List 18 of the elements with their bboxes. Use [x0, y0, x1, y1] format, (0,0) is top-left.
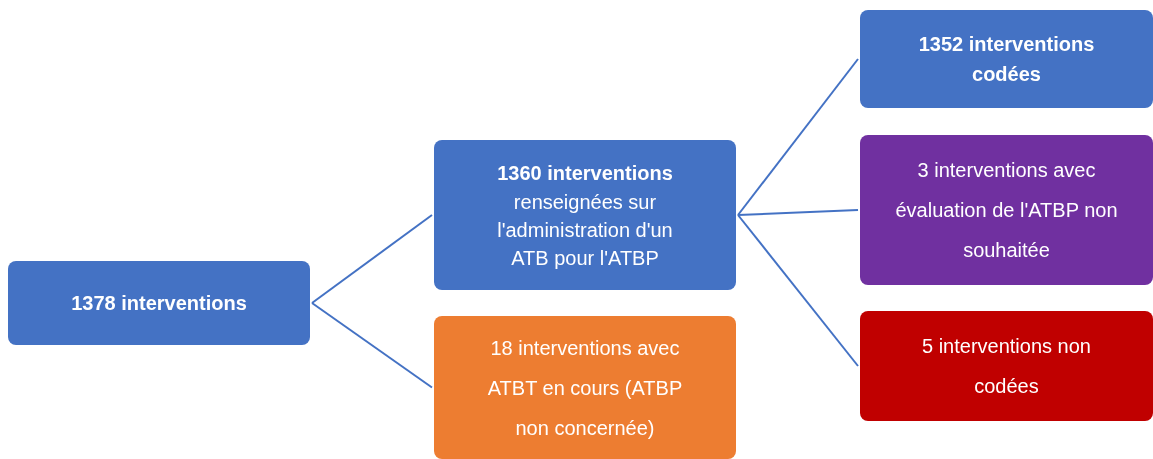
box-text: 1360 interventions [497, 161, 673, 186]
box-text: 1378 interventions [71, 291, 247, 316]
process-box [860, 311, 1153, 421]
connector-line [311, 214, 433, 304]
process-box [860, 10, 1153, 108]
connector-line [737, 58, 859, 216]
process-box [434, 316, 736, 459]
process-box [434, 140, 736, 290]
process-box [860, 135, 1153, 285]
connector-line [311, 302, 433, 389]
connector-line [737, 214, 859, 367]
box-text: 5 interventions non codées [921, 334, 1092, 399]
box-text: 3 interventions avec évaluation de l'ATBP non souhaitée [894, 158, 1119, 263]
process-box [8, 261, 310, 345]
box-text: 18 interventions avec ATBT en cours (ATBP non concernée) [486, 335, 684, 441]
box-text: 1352 interventions codées [917, 32, 1096, 87]
connector-line [737, 209, 859, 216]
box-text: renseignées sur l'administration d'un ATB pour l'ATBP [496, 190, 674, 271]
